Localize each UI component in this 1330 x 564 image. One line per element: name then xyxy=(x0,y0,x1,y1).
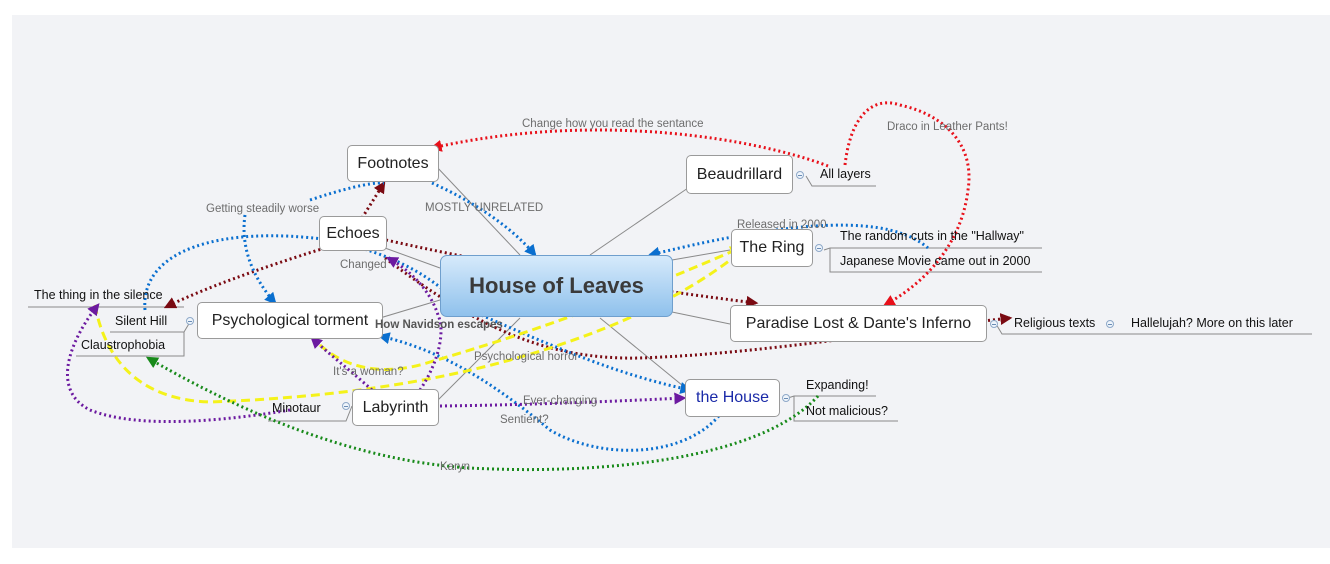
topic-beaudrillard[interactable]: Beaudrillard xyxy=(686,155,793,194)
relationship-label-sentient[interactable]: Sentient? xyxy=(500,414,549,426)
topic-labyrinth[interactable]: Labyrinth xyxy=(352,389,439,426)
relationship-label-changed[interactable]: Changed xyxy=(340,259,387,271)
subtopic-random-cuts[interactable]: The random cuts in the "Hallway" xyxy=(840,229,1024,243)
relationship-label-ever-changing[interactable]: Ever-changing xyxy=(523,395,598,407)
relationship-label-woman[interactable]: It's a woman? xyxy=(333,366,404,378)
blue-relationships xyxy=(143,181,929,452)
relationship-label-psych-horror[interactable]: Psychological horror xyxy=(474,351,579,363)
dark-red-relationships xyxy=(163,180,1013,360)
topic-echoes[interactable]: Echoes xyxy=(319,216,387,251)
topic-the-house[interactable]: the House xyxy=(685,379,780,417)
topic-the-ring[interactable]: The Ring xyxy=(731,229,813,267)
relationship-label-getting-worse[interactable]: Getting steadily worse xyxy=(206,203,320,215)
relationship-label-released-2000[interactable]: Released in 2000 xyxy=(737,219,827,231)
topic-footnotes[interactable]: Footnotes xyxy=(347,145,439,182)
topic-psychological-torment[interactable]: Psychological torment xyxy=(197,302,383,339)
subtopic-minotaur[interactable]: Minotaur xyxy=(272,401,321,415)
subtopic-all-layers[interactable]: All layers xyxy=(820,167,871,181)
subtopic-thing-in-silence[interactable]: The thing in the silence xyxy=(34,288,163,302)
collapse-toggle-labyrinth[interactable] xyxy=(342,402,350,410)
subtopic-religious-texts[interactable]: Religious texts xyxy=(1014,316,1096,330)
subtopic-hallelujah[interactable]: Hallelujah? More on this later xyxy=(1131,316,1293,330)
relationship-label-karyn[interactable]: Karyn xyxy=(440,461,471,473)
relationship-label-mostly-unrelated[interactable]: MOSTLY UNRELATED xyxy=(425,202,544,214)
collapse-toggle-psychological-torment[interactable] xyxy=(186,317,194,325)
collapse-toggle-beaudrillard[interactable] xyxy=(796,171,804,179)
collapse-toggle-religious-texts[interactable] xyxy=(1106,320,1114,328)
branch-lines xyxy=(28,164,1312,422)
red-relationships xyxy=(429,101,971,307)
purple-relationships xyxy=(65,256,687,424)
subtopic-silent-hill[interactable]: Silent Hill xyxy=(115,314,168,328)
topic-paradise-lost[interactable]: Paradise Lost & Dante's Inferno xyxy=(730,305,987,342)
relationship-label-change-read[interactable]: Change how you read the sentance xyxy=(522,118,704,130)
relationship-label-navidson[interactable]: How Navidson escapes xyxy=(375,319,503,331)
central-topic[interactable]: House of Leaves xyxy=(440,255,673,317)
collapse-toggle-the-ring[interactable] xyxy=(815,244,823,252)
subtopic-not-malicious[interactable]: Not malicious? xyxy=(806,404,888,418)
subtopic-claustrophobia[interactable]: Claustrophobia xyxy=(81,338,166,352)
relationship-label-draco[interactable]: Draco in Leather Pants! xyxy=(887,121,1008,133)
collapse-toggle-paradise-lost[interactable] xyxy=(990,320,998,328)
subtopic-japanese-movie[interactable]: Japanese Movie came out in 2000 xyxy=(840,254,1031,268)
subtopic-expanding[interactable]: Expanding! xyxy=(806,378,869,392)
collapse-toggle-the-house[interactable] xyxy=(782,394,790,402)
